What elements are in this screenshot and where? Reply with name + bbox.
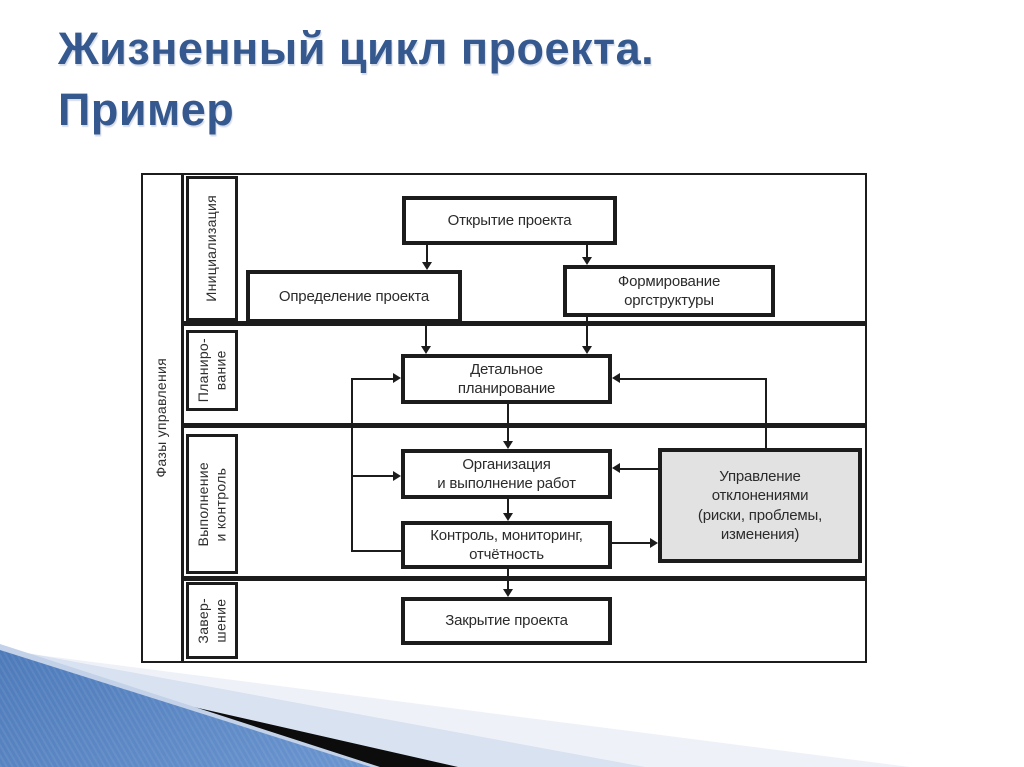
connector-open-to-define (426, 245, 428, 262)
node-detailed-planning: Детальное планирование (401, 354, 612, 404)
phase-cell-initiation: Инициализация (186, 176, 238, 321)
control-to-deviation (612, 542, 650, 544)
feedback-into-planning-left (351, 378, 393, 380)
arrow-down-icon (503, 589, 513, 597)
arrow-right-icon (650, 538, 658, 548)
node-deviation-management: Управление отклонениями (риски, проблемы… (658, 448, 862, 563)
phases-axis-column: Фазы управления (143, 175, 181, 661)
phase-label-planning: Планиро- вание (194, 338, 229, 403)
phase-cell-execution: Выполнение и контроль (186, 434, 238, 574)
phase-cell-closing: Завер- шение (186, 582, 238, 659)
deviation-to-execution (620, 468, 659, 470)
arrow-right-icon (393, 471, 401, 481)
phase-separator-3 (181, 576, 865, 581)
page-title: Жизненный цикл проекта. Пример (58, 18, 654, 140)
node-project-closing: Закрытие проекта (401, 597, 612, 645)
page-title-line2: Пример (58, 84, 235, 136)
connector-planning-to-execution (507, 404, 509, 441)
phase-separator-2 (181, 423, 865, 428)
page-title-line1: Жизненный цикл проекта. (58, 23, 655, 74)
arrow-left-icon (612, 463, 620, 473)
arrow-down-icon (422, 262, 432, 270)
connector-define-to-planning (425, 323, 427, 346)
feedback-left-vertical (351, 378, 353, 551)
node-execution: Организация и выполнение работ (401, 449, 612, 499)
node-control-monitoring: Контроль, мониторинг, отчётность (401, 521, 612, 569)
node-project-opening: Открытие проекта (402, 196, 617, 245)
arrow-down-icon (503, 513, 513, 521)
phase-label-execution: Выполнение и контроль (194, 461, 229, 547)
phase-cell-planning: Планиро- вание (186, 330, 238, 411)
axis-divider-line (181, 175, 184, 661)
arrow-left-icon (612, 373, 620, 383)
connector-execution-to-control (507, 499, 509, 513)
phase-separator-1 (181, 321, 865, 326)
arrow-right-icon (393, 373, 401, 383)
phase-label-closing: Завер- шение (194, 597, 229, 644)
connector-control-to-close (507, 569, 509, 589)
phases-axis-label: Фазы управления (153, 358, 170, 478)
arrow-down-icon (582, 346, 592, 354)
connector-org-to-planning (586, 317, 588, 346)
connector-open-to-org (586, 245, 588, 258)
lifecycle-diagram: Фазы управления Инициализация Планиро- в… (141, 173, 867, 663)
feedback-from-control-left (351, 550, 401, 552)
feedback-into-planning-right (620, 378, 766, 380)
arrow-down-icon (503, 441, 513, 449)
feedback-into-execution-left (351, 475, 393, 477)
arrow-down-icon (582, 257, 592, 265)
node-project-definition: Определение проекта (246, 270, 462, 323)
arrow-down-icon (421, 346, 431, 354)
phase-label-initiation: Инициализация (203, 195, 220, 302)
node-org-structure: Формирование оргструктуры (563, 265, 775, 317)
feedback-right-vertical (765, 378, 767, 449)
